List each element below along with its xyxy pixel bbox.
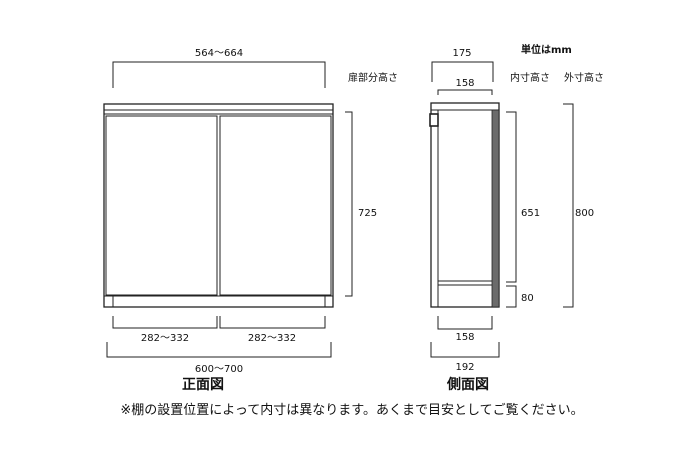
side-dim-bottom-outer-line xyxy=(430,342,500,358)
side-dim-inner-height-line xyxy=(506,111,517,283)
side-dim-plinth-line xyxy=(506,285,517,308)
side-dim-top-outer: 175 xyxy=(452,48,471,59)
side-dim-outer-height-line xyxy=(563,103,574,308)
front-dim-bottom-right-line xyxy=(219,316,326,329)
front-door-right xyxy=(219,115,332,296)
footnote: ※棚の設置位置によって内寸は異なります。あくまで目安としてご覧ください。 xyxy=(120,402,583,418)
side-label-outer-height: 外寸高さ xyxy=(564,71,604,84)
side-label-inner-height: 内寸高さ xyxy=(510,71,550,84)
side-cabinet-body xyxy=(430,102,500,308)
side-dim-plinth: 80 xyxy=(521,293,534,304)
side-dim-inner-height: 651 xyxy=(521,208,540,219)
side-door-handle xyxy=(429,113,439,127)
side-view-label: 側面図 xyxy=(446,376,489,393)
front-door-left xyxy=(105,115,218,296)
front-dim-overall-width: 600～700 xyxy=(195,364,243,375)
front-dim-door-height-line xyxy=(345,111,353,297)
side-dim-top-inner-line xyxy=(437,89,493,95)
side-dim-bottom-inner-line xyxy=(437,316,493,330)
side-view xyxy=(429,61,574,358)
front-dim-top: 564～664 xyxy=(195,48,243,59)
side-dim-outer-height: 800 xyxy=(575,208,594,219)
front-view xyxy=(103,61,353,358)
front-dim-bottom-left: 282～332 xyxy=(141,333,189,344)
side-dim-bottom-outer: 192 xyxy=(455,362,474,373)
front-view-label: 正面図 xyxy=(182,377,224,393)
front-dim-bottom-right: 282～332 xyxy=(248,333,296,344)
side-back-panel xyxy=(491,109,500,308)
front-dim-door-height: 725 xyxy=(358,208,377,219)
side-unit-label: 単位はmm xyxy=(521,43,572,56)
side-dim-bottom-inner: 158 xyxy=(455,332,474,343)
front-dim-top-line xyxy=(112,61,326,88)
side-dim-top-inner: 158 xyxy=(455,78,474,89)
front-dim-overall-line xyxy=(106,342,332,358)
front-dim-bottom-left-line xyxy=(112,316,218,329)
front-label-door-height: 扉部分高さ xyxy=(348,71,398,84)
side-dim-top-outer-line xyxy=(431,61,494,82)
